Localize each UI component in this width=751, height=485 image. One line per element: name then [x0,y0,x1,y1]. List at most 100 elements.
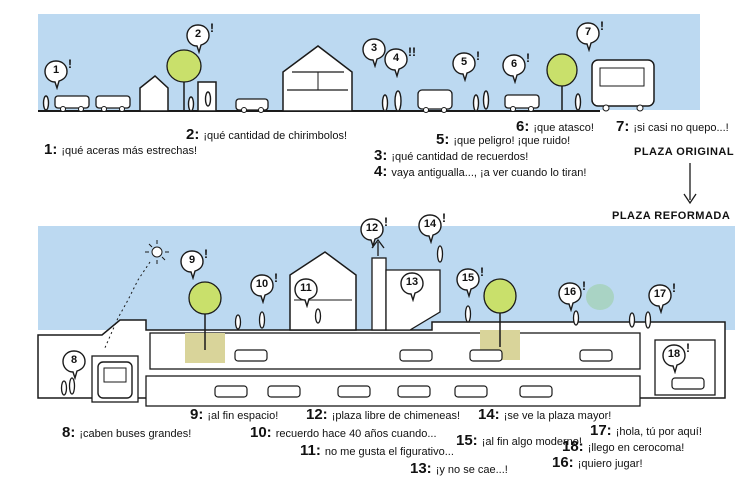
parking-level-1 [149,332,641,370]
caption-18: 18:¡llego en cerocoma! [562,438,685,455]
speech-bubble-icon [452,52,476,82]
caption-17: 17:¡hola, tú por aquí! [590,422,702,439]
speech-bubble-icon [362,38,386,68]
speech-bubble: 2! [186,21,214,54]
transition-arrowhead [683,193,697,205]
tree [188,281,222,350]
speech-bubble-number: 1 [52,64,60,76]
exclamation-mark: ! [526,51,530,65]
speech-bubble-icon [250,274,274,304]
exclamation-mark: ! [672,281,676,295]
exclamation-mark: ! [210,21,214,35]
tree [483,278,517,347]
people [42,90,582,112]
speech-bubble-icon [360,218,384,248]
speech-bubble: 8 [62,350,86,380]
speech-bubble-number: 17 [653,288,667,300]
speech-bubble: 14! [418,211,446,244]
speech-bubble-icon [648,284,672,314]
speech-bubble-icon [418,214,442,244]
speech-bubble-number: 16 [563,286,577,298]
speech-bubble: 13 [400,272,424,302]
speech-bubble-icon [456,268,480,298]
caption-5: 5:¡que peligro! ¡que ruido! [436,131,571,148]
car [235,98,269,113]
speech-bubble-number: 11 [300,282,312,294]
parked-cars [214,349,705,398]
car [95,95,131,112]
speech-bubble-icon [502,54,526,84]
exclamation-mark: ! [68,57,72,71]
speech-bubble: 6! [502,51,530,84]
caption-13: 13:¡y no se cae...! [410,460,508,477]
speech-bubble-number: 3 [370,42,378,54]
heading-plaza-original: PLAZA ORIGINAL [634,146,735,158]
speech-bubble-icon [558,282,582,312]
caption-9: 9:¡al fin espacio! [190,406,279,423]
speech-bubble-icon [294,278,318,308]
speech-bubble-icon [62,350,86,380]
speech-bubble-number: 2 [194,28,202,40]
speech-bubble-icon [384,48,408,78]
exclamation-mark: ! [384,215,388,229]
heading-plaza-reformada: PLAZA REFORMADA [612,210,731,222]
speech-bubble: 11 [294,278,318,308]
caption-11: 11:no me gusta el figurativo... [300,442,454,459]
exclamation-mark: ! [686,341,690,355]
speech-bubble: 10! [250,271,278,304]
exclamation-mark: ! [480,265,484,279]
reformed-building [289,251,357,331]
caption-16: 16:¡quiero jugar! [552,454,643,471]
people [60,245,652,396]
reformed-tower [371,257,387,331]
van [417,89,453,113]
speech-bubble-number: 6 [510,58,518,70]
speech-bubble: 16! [558,279,586,312]
speech-bubble-number: 15 [461,272,475,284]
bus [591,59,655,112]
speech-bubble: 5! [452,49,480,82]
exclamation-mark: ! [600,19,604,33]
speech-bubble-icon [662,344,686,374]
caption-3: 3:¡qué cantidad de recuerdos! [374,147,529,164]
caption-15: 15:¡al fin algo moderno! [456,432,582,449]
speech-bubble: 18! [662,341,690,374]
exclamation-mark: !! [408,45,416,59]
bus-reformed [97,361,133,399]
caption-14: 14:¡se ve la plaza mayor! [478,406,612,423]
chimney-arrow [371,238,385,256]
house-left [139,75,169,112]
caption-8: 8:¡caben buses grandes! [62,424,192,441]
speech-bubble: 3 [362,38,386,68]
speech-bubble-icon [186,24,210,54]
speech-bubble-number: 4 [392,52,400,64]
car [54,95,90,112]
caption-1: 1:¡qué aceras más estrechas! [44,141,198,158]
exclamation-mark: ! [476,49,480,63]
speech-bubble: 12! [360,215,388,248]
speech-bubble-icon [576,22,600,52]
sun-icon [145,240,169,264]
speech-bubble-icon [44,60,68,90]
speech-bubble-number: 13 [405,276,419,288]
speech-bubble: 15! [456,265,484,298]
speech-bubble-number: 18 [667,348,681,360]
sun-ray-path [103,261,151,351]
speech-bubble-number: 14 [423,218,437,230]
speech-bubble-number: 8 [70,354,78,366]
caption-2: 2:¡qué cantidad de chirimbolos! [186,126,348,143]
exclamation-mark: ! [442,211,446,225]
exclamation-mark: ! [274,271,278,285]
speech-bubble-number: 9 [188,254,196,266]
speech-bubble: 17! [648,281,676,314]
speech-bubble: 9! [180,247,208,280]
speech-bubble-number: 7 [584,26,592,38]
caption-7: 7:¡si casi no quepo...! [616,118,729,135]
caption-12: 12:¡plaza libre de chimeneas! [306,406,461,423]
speech-bubble-number: 12 [365,222,379,234]
pond-shadow [586,284,614,310]
exclamation-mark: ! [204,247,208,261]
caption-10: 10:recuerdo hace 40 años cuando... [250,424,437,441]
